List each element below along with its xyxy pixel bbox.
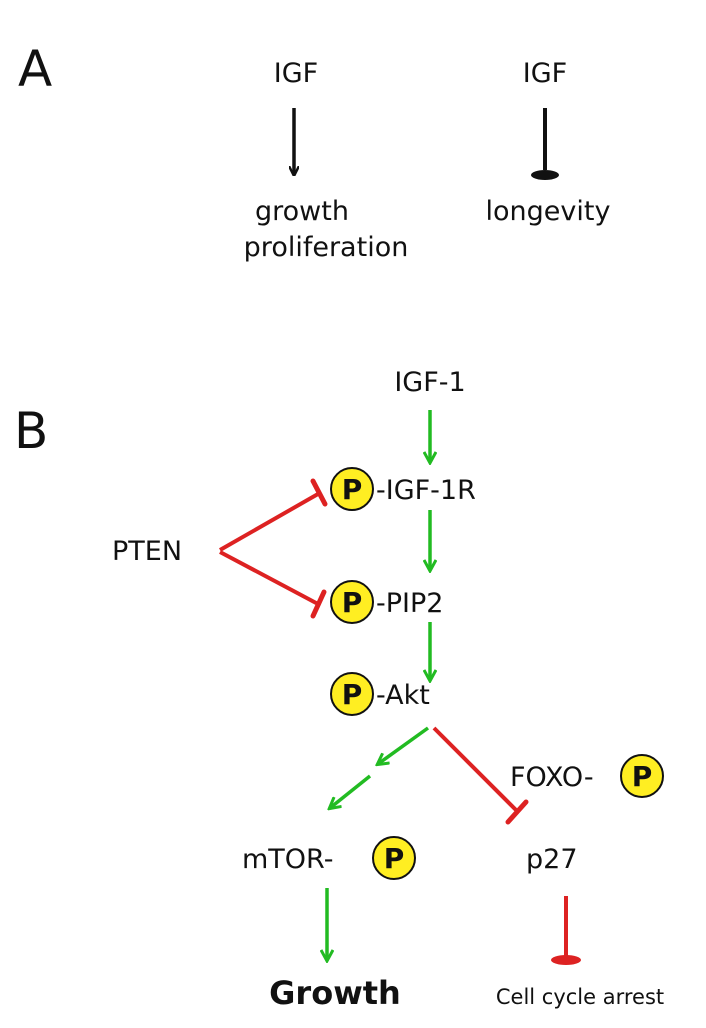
akt-inhibits-p27-line xyxy=(432,726,520,814)
pip2-phospho-badge: P xyxy=(330,580,374,624)
akt-inhibits-p27-bar xyxy=(505,799,529,825)
panel-a-left-source: IGF xyxy=(274,58,318,89)
pten-inhibits-pip2-bar xyxy=(310,589,327,619)
foxo-phospho-badge: P xyxy=(620,754,664,798)
igf1r-phospho-badge: P xyxy=(330,467,374,511)
growth-label: Growth xyxy=(269,974,401,1012)
mtor-label: mTOR- xyxy=(242,844,333,875)
phospho-circle xyxy=(330,467,374,511)
p27-inhibits-arrest-end xyxy=(551,955,581,965)
pten-inhibits-igf1r-bar xyxy=(310,478,328,507)
phospho-circle xyxy=(372,836,416,880)
panel-a-right-source: IGF xyxy=(523,58,567,89)
panel-a-letter: A xyxy=(18,40,52,98)
mtor-phospho-badge: P xyxy=(372,836,416,880)
panel-a-longevity-label: longevity xyxy=(486,196,611,227)
phospho-circle xyxy=(620,754,664,798)
p27-label: p27 xyxy=(526,844,578,875)
foxo-label: FOXO- xyxy=(510,762,594,793)
phospho-p-label: P xyxy=(342,678,363,711)
akt-to-mtor-arrow-segment2 xyxy=(330,774,372,808)
phospho-p-label: P xyxy=(342,586,363,619)
pten-label: PTEN xyxy=(112,536,182,567)
panel-a-proliferation-label: proliferation xyxy=(244,232,409,263)
phospho-p-label: P xyxy=(342,473,363,506)
pten-inhibits-igf1r-line xyxy=(219,492,319,552)
phospho-circle xyxy=(330,672,374,716)
cell-cycle-arrest-label: Cell cycle arrest xyxy=(496,985,664,1009)
igf1r-label: -IGF-1R xyxy=(376,475,476,506)
igf1-label: IGF-1 xyxy=(394,367,465,398)
akt-to-mtor-arrow-segment1 xyxy=(378,726,430,764)
pip2-label: -PIP2 xyxy=(376,588,443,619)
akt-phospho-badge: P xyxy=(330,672,374,716)
phospho-p-label: P xyxy=(384,842,405,875)
pten-inhibits-pip2-line xyxy=(219,550,319,606)
panel-a-growth-label: growth xyxy=(255,196,349,227)
panel-b-letter: B xyxy=(14,402,48,460)
panel-a-inhibition-end xyxy=(531,170,559,180)
akt-label: -Akt xyxy=(376,680,430,711)
phospho-circle xyxy=(330,580,374,624)
phospho-p-label: P xyxy=(632,760,653,793)
